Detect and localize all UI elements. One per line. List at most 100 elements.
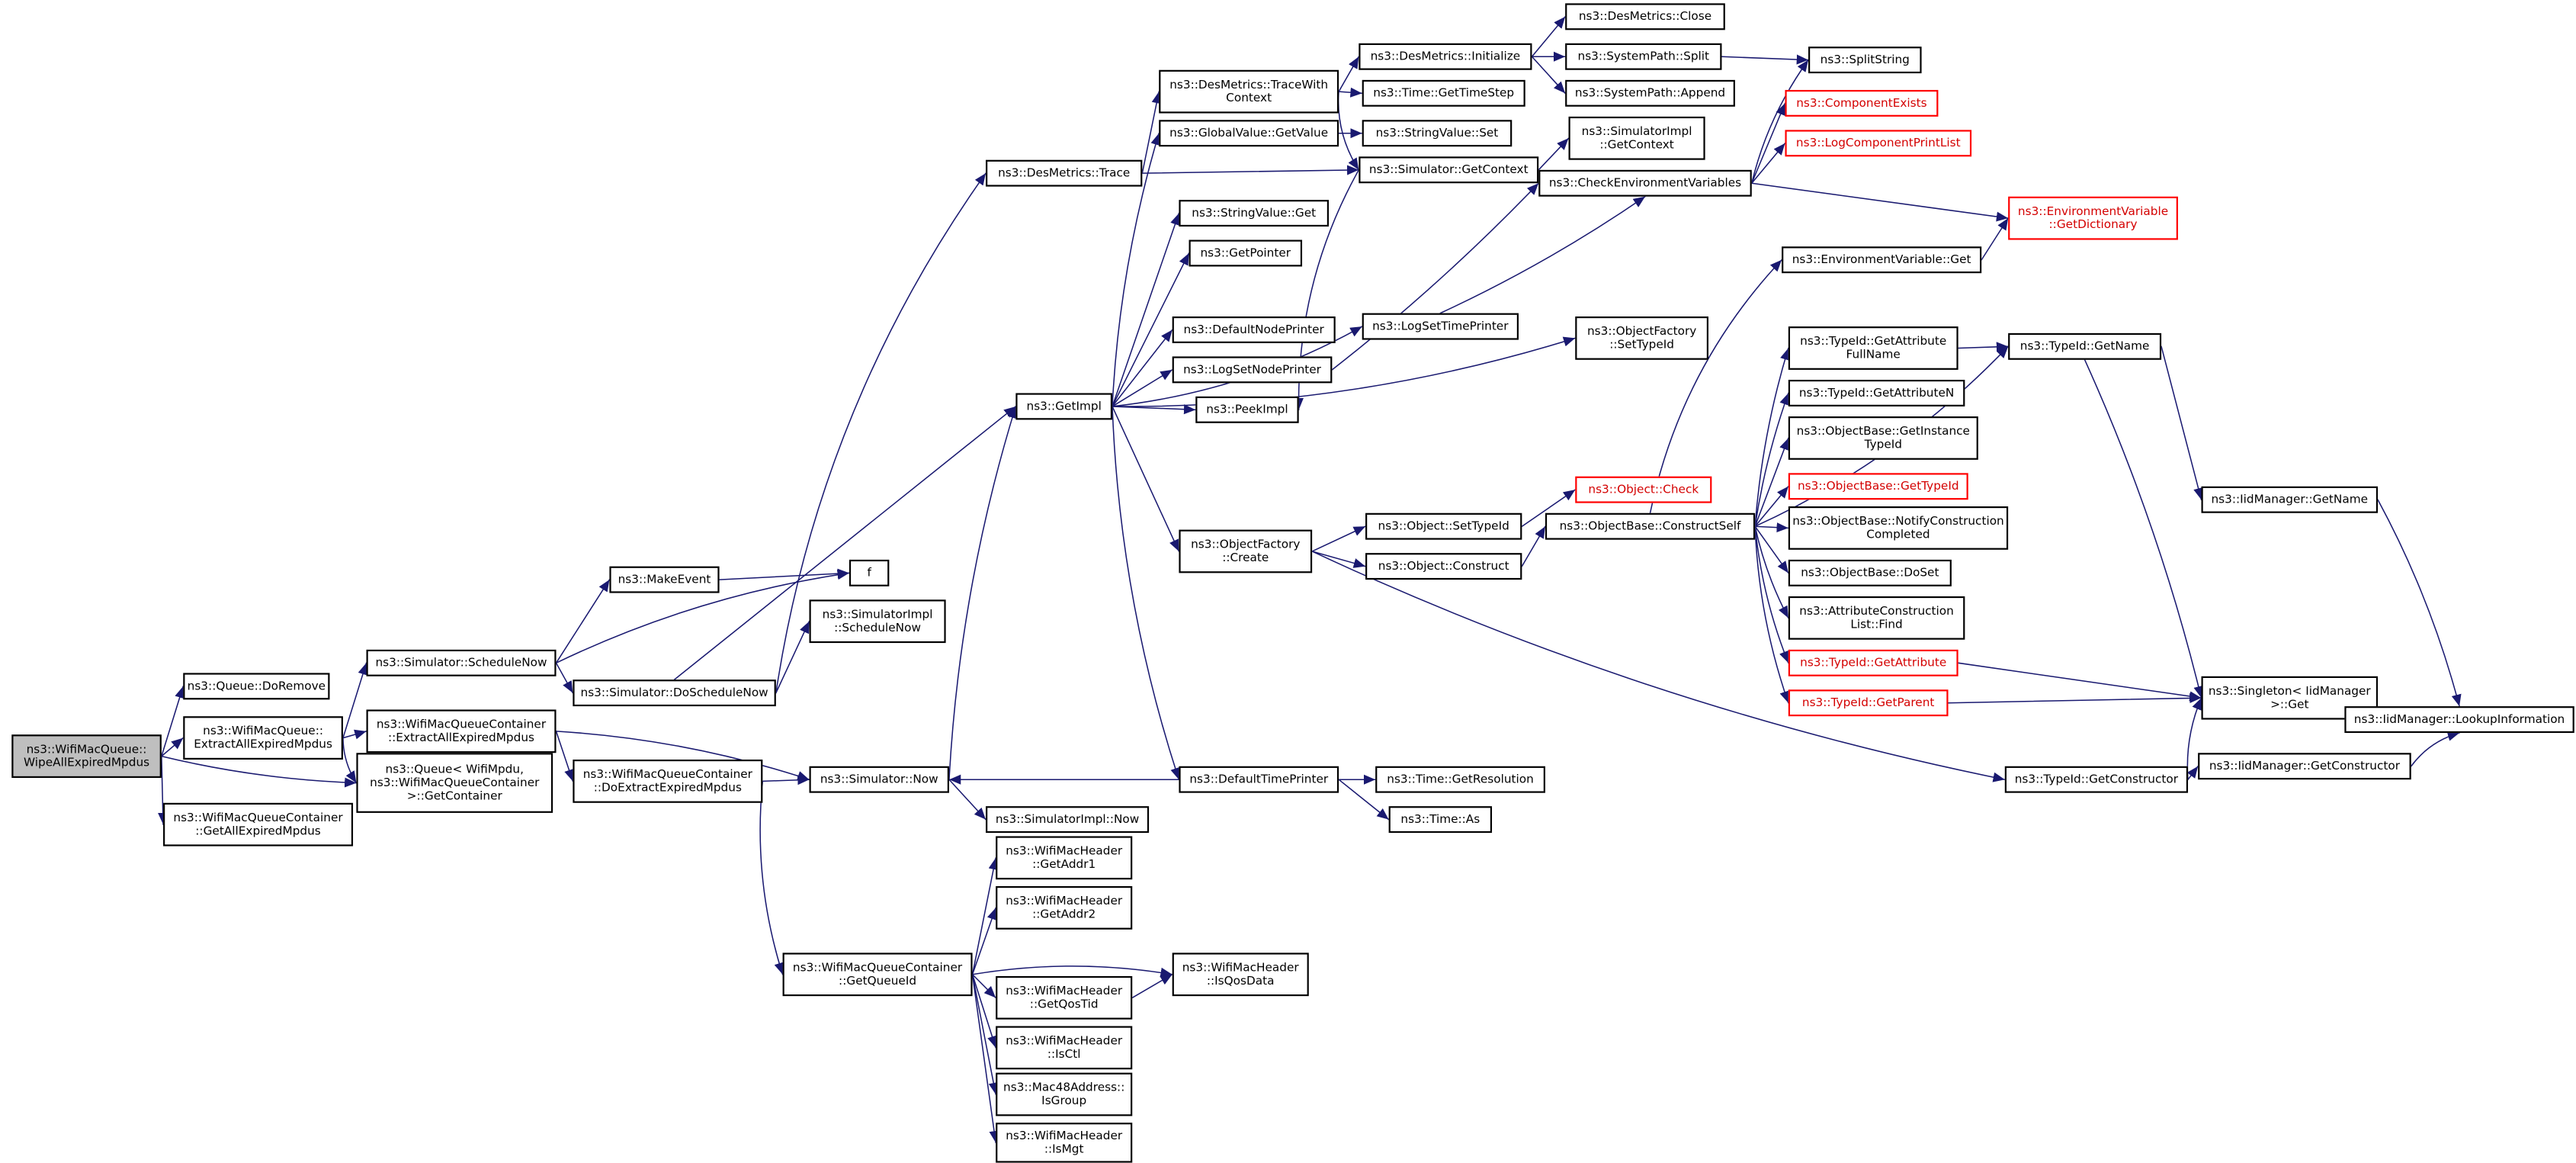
graph-node-obj-construct[interactable]: ns3::Object::Construct xyxy=(1365,553,1522,580)
call-edge-env-get--env-get-dictionary xyxy=(1981,217,2009,261)
call-edge-sim-do-schedule-now--simimpl-schedule-now xyxy=(775,620,810,694)
graph-node-label: ns3::TypeId::GetParent xyxy=(1801,696,1935,710)
graph-node-component-exists[interactable]: ns3::ComponentExists xyxy=(1785,89,1939,117)
graph-node-is-group[interactable]: ns3::Mac48Address:: IsGroup xyxy=(996,1072,1133,1116)
graph-node-iid-get-name[interactable]: ns3::IidManager::GetName xyxy=(2201,486,2379,513)
graph-node-peek-impl[interactable]: ns3::PeekImpl xyxy=(1195,396,1299,423)
graph-node-log-component-print-list[interactable]: ns3::LogComponentPrintList xyxy=(1785,130,1972,157)
graph-node-container-get-all-expired[interactable]: ns3::WifiMacQueueContainer ::GetAllExpir… xyxy=(163,802,354,847)
graph-node-label: ns3::WifiMacHeader ::GetAddr1 xyxy=(1006,843,1123,872)
graph-node-des-initialize[interactable]: ns3::DesMetrics::Initialize xyxy=(1359,43,1532,70)
graph-node-iid-get-constructor[interactable]: ns3::IidManager::GetConstructor xyxy=(2198,753,2411,780)
graph-node-label: ns3::TypeId::GetAttributeN xyxy=(1798,386,1955,400)
graph-node-label: ns3::SimulatorImpl ::GetContext xyxy=(1581,124,1692,152)
graph-node-wmqc-extract-all[interactable]: ns3::WifiMacQueueContainer ::ExtractAllE… xyxy=(366,709,557,753)
graph-node-simimpl-now[interactable]: ns3::SimulatorImpl::Now xyxy=(986,806,1150,834)
graph-node-wmq-extract-all[interactable]: ns3::WifiMacQueue:: ExtractAllExpiredMpd… xyxy=(183,716,343,760)
call-edge-get-impl--sv-get xyxy=(1112,212,1180,407)
graph-node-tid-get-parent[interactable]: ns3::TypeId::GetParent xyxy=(1788,689,1949,717)
graph-node-sim-now[interactable]: ns3::Simulator::Now xyxy=(809,766,949,793)
call-edge-iid-get-constructor--iid-lookup-info xyxy=(2410,731,2460,767)
graph-node-sim-get-context[interactable]: ns3::Simulator::GetContext xyxy=(1359,156,1539,184)
graph-node-simimpl-schedule-now[interactable]: ns3::SimulatorImpl ::ScheduleNow xyxy=(809,599,946,644)
graph-node-time-as[interactable]: ns3::Time::As xyxy=(1388,806,1493,834)
graph-node-construct-self[interactable]: ns3::ObjectBase::ConstructSelf xyxy=(1545,512,1756,540)
call-edge-wmq-extract-all--sim-schedule-now xyxy=(342,662,368,739)
graph-node-label: ns3::DesMetrics::TraceWith Context xyxy=(1169,78,1329,105)
graph-node-get-qos-tid[interactable]: ns3::WifiMacHeader ::GetQosTid xyxy=(996,975,1133,1020)
graph-node-is-mgt[interactable]: ns3::WifiMacHeader ::IsMgt xyxy=(996,1123,1133,1163)
graph-node-log-set-time-printer[interactable]: ns3::LogSetTimePrinter xyxy=(1362,313,1519,340)
graph-node-des-trace[interactable]: ns3::DesMetrics::Trace xyxy=(986,159,1143,187)
graph-node-sp-split[interactable]: ns3::SystemPath::Split xyxy=(1565,43,1722,70)
call-edge-tid-get-attr-full-name--tid-get-name xyxy=(1957,342,2009,352)
call-edge-check-env--log-component-print-list xyxy=(1751,143,1786,185)
graph-node-check-env[interactable]: ns3::CheckEnvironmentVariables xyxy=(1538,169,1752,197)
graph-node-sim-schedule-now[interactable]: ns3::Simulator::ScheduleNow xyxy=(366,649,557,676)
graph-node-simimpl-get-context[interactable]: ns3::SimulatorImpl ::GetContext xyxy=(1568,116,1705,160)
graph-node-acl-find[interactable]: ns3::AttributeConstruction List::Find xyxy=(1788,596,1965,640)
graph-node-env-get[interactable]: ns3::EnvironmentVariable::Get xyxy=(1782,246,1982,274)
graph-node-label: ns3::Time::As xyxy=(1400,812,1480,827)
graph-node-tid-get-constructor[interactable]: ns3::TypeId::GetConstructor xyxy=(2004,766,2189,793)
call-edge-construct-self--ob-notify-constr xyxy=(1754,522,1789,533)
graph-node-default-time-printer[interactable]: ns3::DefaultTimePrinter xyxy=(1179,766,1339,793)
graph-node-sim-do-schedule-now[interactable]: ns3::Simulator::DoScheduleNow xyxy=(573,679,776,707)
call-edge-get-impl--peek-impl xyxy=(1112,404,1197,415)
graph-node-get-impl[interactable]: ns3::GetImpl xyxy=(1015,393,1113,420)
graph-node-ob-notify-constr[interactable]: ns3::ObjectBase::NotifyConstruction Comp… xyxy=(1788,506,2009,550)
graph-node-sp-append[interactable]: ns3::SystemPath::Append xyxy=(1565,79,1735,107)
graph-node-get-queue-id[interactable]: ns3::WifiMacQueueContainer ::GetQueueId xyxy=(782,953,973,997)
graph-node-des-close[interactable]: ns3::DesMetrics::Close xyxy=(1565,3,1725,31)
graph-node-tid-get-attr-n[interactable]: ns3::TypeId::GetAttributeN xyxy=(1788,379,1965,406)
graph-node-label: ns3::ObjectFactory ::SetTypeId xyxy=(1586,324,1697,352)
graph-node-label: ns3::LogSetTimePrinter xyxy=(1372,320,1509,333)
graph-node-f[interactable]: f xyxy=(849,559,890,586)
graph-node-tid-get-attribute[interactable]: ns3::TypeId::GetAttribute xyxy=(1788,649,1958,676)
graph-node-sv-get[interactable]: ns3::StringValue::Get xyxy=(1179,200,1329,227)
graph-node-ob-get-type-id[interactable]: ns3::ObjectBase::GetTypeId xyxy=(1788,473,1968,500)
graph-node-wmqc-do-extract[interactable]: ns3::WifiMacQueueContainer ::DoExtractEx… xyxy=(573,759,763,803)
graph-node-get-pointer[interactable]: ns3::GetPointer xyxy=(1189,239,1303,267)
graph-node-time-get-time-step[interactable]: ns3::Time::GetTimeStep xyxy=(1362,79,1525,107)
graph-node-sv-set[interactable]: ns3::StringValue::Set xyxy=(1362,120,1513,147)
graph-node-iid-lookup-info[interactable]: ns3::IidManager::LookupInformation xyxy=(2344,706,2574,734)
graph-node-label: ns3::StringValue::Get xyxy=(1192,206,1317,220)
graph-node-time-get-resolution[interactable]: ns3::Time::GetResolution xyxy=(1375,766,1545,793)
call-edge-tid-get-constructor--iid-get-constructor xyxy=(2186,765,2199,780)
graph-node-label: ns3::GetImpl xyxy=(1026,399,1102,413)
graph-node-is-ctl[interactable]: ns3::WifiMacHeader ::IsCtl xyxy=(996,1026,1133,1070)
call-edge-wmq-extract-all--queue-get-container xyxy=(342,737,358,784)
graph-node-ob-do-set[interactable]: ns3::ObjectBase::DoSet xyxy=(1788,559,1952,586)
graph-node-ob-get-instance-tid[interactable]: ns3::ObjectBase::GetInstance TypeId xyxy=(1788,416,1978,460)
graph-node-of-set-type-id[interactable]: ns3::ObjectFactory ::SetTypeId xyxy=(1575,316,1708,360)
graph-node-label: ns3::IidManager::GetName xyxy=(2211,493,2369,506)
graph-node-tid-get-attr-full-name[interactable]: ns3::TypeId::GetAttribute FullName xyxy=(1788,326,1958,370)
graph-node-obj-set-type-id[interactable]: ns3::Object::SetTypeId xyxy=(1365,512,1522,540)
graph-node-des-trace-wc[interactable]: ns3::DesMetrics::TraceWith Context xyxy=(1159,69,1339,114)
graph-node-log-set-node-printer[interactable]: ns3::LogSetNodePrinter xyxy=(1172,356,1333,384)
call-edge-iid-get-name--iid-lookup-info xyxy=(2377,499,2462,707)
graph-node-env-get-dictionary[interactable]: ns3::EnvironmentVariable ::GetDictionary xyxy=(2008,196,2178,240)
graph-node-of-create[interactable]: ns3::ObjectFactory ::Create xyxy=(1179,529,1313,573)
graph-node-get-addr1[interactable]: ns3::WifiMacHeader ::GetAddr1 xyxy=(996,836,1133,880)
graph-node-obj-check[interactable]: ns3::Object::Check xyxy=(1575,476,1712,503)
call-edge-des-trace-wc--time-get-time-step xyxy=(1338,87,1363,98)
graph-node-queue-get-container[interactable]: ns3::Queue< WifiMpdu, ns3::WifiMacQueueC… xyxy=(356,753,553,813)
graph-node-is-qos-data[interactable]: ns3::WifiMacHeader ::IsQosData xyxy=(1172,953,1309,997)
graph-node-gv-get-value[interactable]: ns3::GlobalValue::GetValue xyxy=(1159,120,1339,147)
graph-node-default-node-printer[interactable]: ns3::DefaultNodePrinter xyxy=(1172,316,1336,343)
graph-node-label: ns3::DesMetrics::Initialize xyxy=(1370,50,1521,63)
call-edge-tid-get-attribute--singleton-get xyxy=(1957,662,2202,702)
call-edge-sp-split--split-string xyxy=(1721,54,1809,65)
graph-node-singleton-get[interactable]: ns3::Singleton< IidManager >::Get xyxy=(2201,676,2379,720)
graph-node-queue-do-remove[interactable]: ns3::Queue::DoRemove xyxy=(183,673,330,700)
graph-node-get-addr2[interactable]: ns3::WifiMacHeader ::GetAddr2 xyxy=(996,885,1133,930)
call-edge-tid-get-parent--singleton-get xyxy=(1947,692,2202,704)
graph-node-split-string[interactable]: ns3::SplitString xyxy=(1808,47,1922,74)
graph-node-make-event[interactable]: ns3::MakeEvent xyxy=(609,566,720,593)
call-edge-root--queue-get-container xyxy=(161,755,358,788)
graph-node-root: ns3::WifiMacQueue:: WipeAllExpiredMpdus xyxy=(11,734,162,779)
graph-node-tid-get-name[interactable]: ns3::TypeId::GetName xyxy=(2008,333,2162,360)
